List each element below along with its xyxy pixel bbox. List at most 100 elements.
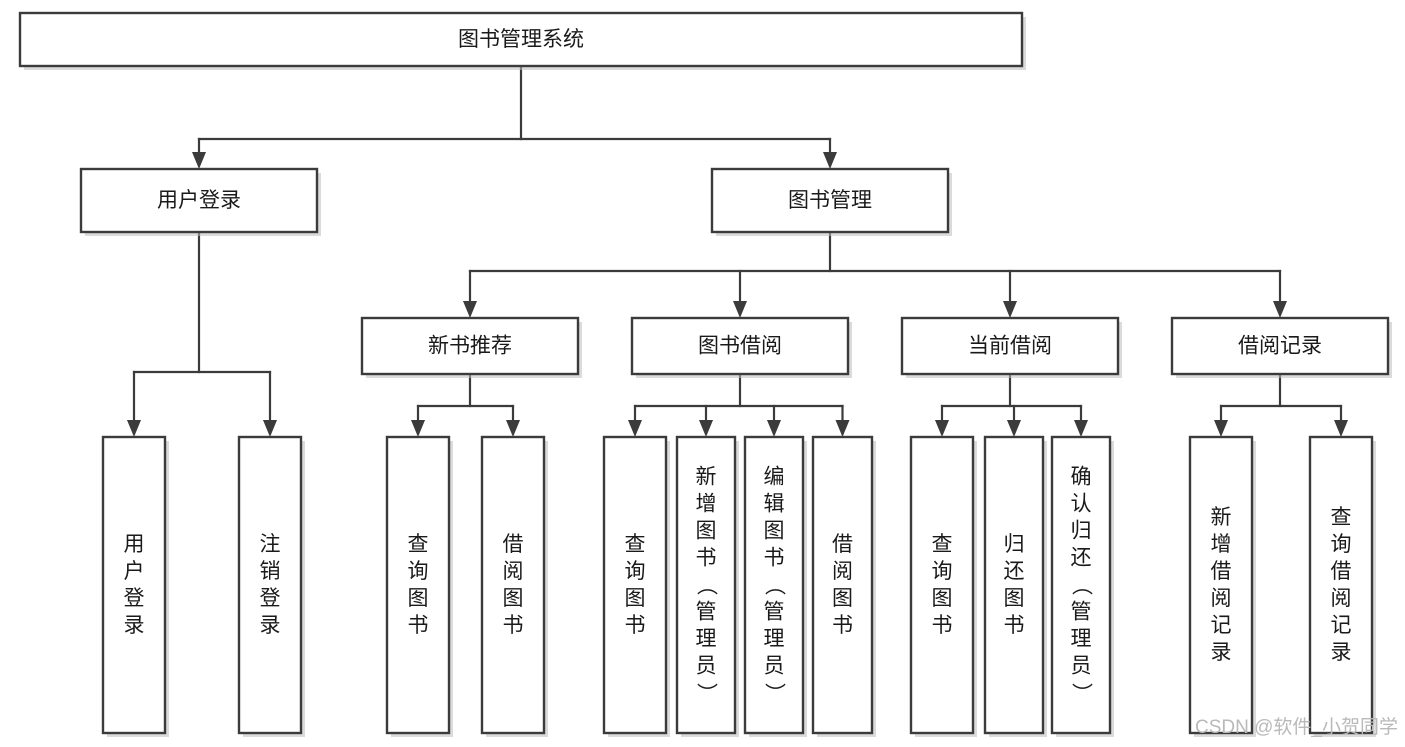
node-leaf-user-login[interactable]: 用户登录: [101, 435, 169, 737]
node-label-char: 录: [1331, 641, 1352, 664]
node-label-char: 图: [408, 587, 429, 610]
node-label-char: 图: [503, 587, 524, 610]
node-label-char: 理: [764, 628, 785, 651]
node-rect[interactable]: [1050, 435, 1112, 735]
node-label-char: 确: [1071, 466, 1092, 489]
node-label-char: 图: [832, 587, 853, 610]
arrow-head: [733, 301, 747, 318]
arrow-head: [1334, 420, 1348, 437]
arrow-head: [823, 152, 837, 169]
node-rect[interactable]: [101, 435, 167, 735]
arrow-head: [1273, 301, 1287, 318]
node-label-char: 管: [696, 601, 717, 624]
node-rect[interactable]: [18, 11, 1024, 68]
node-label-char: 阅: [1211, 587, 1232, 610]
node-label-char: 员: [764, 655, 785, 678]
node-label-char: 书: [696, 547, 717, 570]
node-rect[interactable]: [900, 316, 1120, 376]
node-book-borrow[interactable]: 图书借阅: [630, 316, 852, 378]
node-label: 图书借阅: [698, 335, 782, 358]
node-rect[interactable]: [909, 435, 975, 735]
node-rect[interactable]: [630, 316, 850, 376]
node-new-book-recommend[interactable]: 新书推荐: [360, 316, 582, 378]
connector-edge-recommend-bus: [411, 372, 520, 437]
node-book-management[interactable]: 图书管理: [710, 167, 952, 236]
arrow-head: [411, 420, 425, 437]
node-label-char: 新: [1211, 506, 1232, 529]
node-rect[interactable]: [602, 435, 668, 735]
arrow-head: [463, 301, 477, 318]
node-rect[interactable]: [360, 316, 580, 376]
arrow-head: [835, 420, 850, 437]
node-label-char: 查: [932, 533, 953, 556]
node-user-login[interactable]: 用户登录: [79, 167, 321, 236]
arrow-head: [506, 420, 520, 437]
node-label-char: 询: [408, 560, 429, 583]
node-label-char: 书: [625, 614, 646, 637]
connector-edge-record-bus: [1214, 372, 1348, 437]
node-rect[interactable]: [983, 435, 1045, 735]
node-label-char: 图: [625, 587, 646, 610]
node-label: 新书推荐: [428, 335, 512, 358]
arrow-head: [127, 420, 141, 437]
node-borrow-record[interactable]: 借阅记录: [1170, 316, 1392, 378]
node-label-char: 员: [696, 655, 717, 678]
node-rect[interactable]: [743, 435, 805, 735]
node-label-char: 阅: [832, 560, 853, 583]
node-rect[interactable]: [385, 435, 451, 735]
node-label-char: （: [763, 575, 786, 596]
node-rect[interactable]: [675, 435, 737, 735]
node-label-char: 借: [1211, 560, 1232, 583]
node-rect[interactable]: [1170, 316, 1390, 376]
arrow-head: [192, 152, 206, 169]
node-current-borrow[interactable]: 当前借阅: [900, 316, 1122, 378]
node-label-char: 销: [260, 560, 281, 583]
node-rect[interactable]: [480, 435, 546, 735]
node-label-char: 询: [932, 560, 953, 583]
node-label-char: 登: [260, 587, 281, 610]
node-rect[interactable]: [79, 167, 319, 234]
node-label-char: 注: [260, 533, 281, 556]
node-label: 用户登录: [157, 189, 241, 212]
node-label-char: （: [1070, 575, 1093, 596]
arrow-head: [699, 420, 713, 437]
node-label-char: 查: [408, 533, 429, 556]
node-label-char: 查: [1331, 506, 1352, 529]
node-label-char: 登: [124, 587, 145, 610]
node-rect[interactable]: [710, 167, 950, 234]
node-label-char: 记: [1331, 614, 1352, 637]
node-rect[interactable]: [237, 435, 303, 735]
arrow-head: [767, 420, 781, 437]
node-label-char: 询: [625, 560, 646, 583]
node-label-char: 增: [1211, 533, 1232, 556]
arrow-head: [1214, 420, 1228, 437]
node-label-char: 书: [832, 614, 853, 637]
node-label: 图书管理: [788, 189, 872, 212]
node-label-char: 书: [503, 614, 524, 637]
node-rect[interactable]: [1188, 435, 1254, 735]
node-rect[interactable]: [1308, 435, 1374, 735]
node-label-char: 图: [696, 520, 717, 543]
node-label-char: 查: [625, 533, 646, 556]
node-label-char: 还: [1004, 560, 1025, 583]
node-label-char: 归: [1004, 533, 1025, 556]
node-layer: 图书管理系统用户登录图书管理新书推荐图书借阅当前借阅借阅记录用户登录注销登录查询…: [18, 11, 1392, 737]
node-root[interactable]: 图书管理系统: [18, 11, 1026, 70]
node-label-char: 编: [764, 466, 785, 489]
node-rect[interactable]: [811, 435, 874, 735]
node-label: 借阅记录: [1238, 335, 1322, 358]
node-label-char: 还: [1071, 547, 1092, 570]
